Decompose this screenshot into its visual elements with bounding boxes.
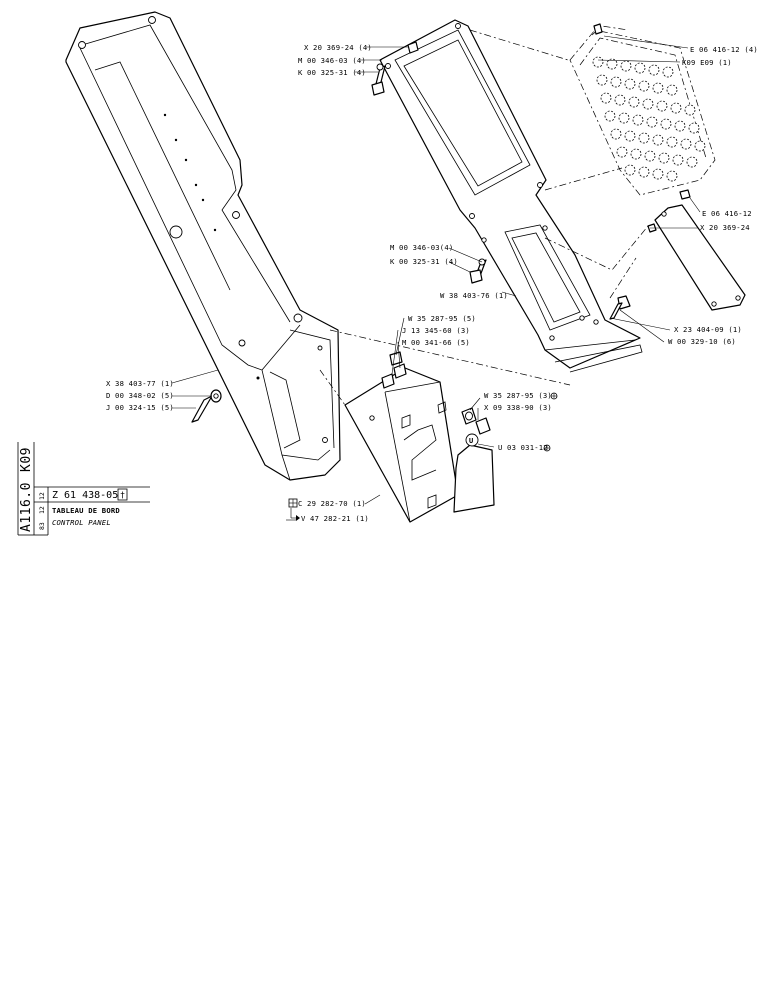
title-fr: TABLEAU DE BORD xyxy=(52,506,120,515)
cover-plate-x23-404-09 xyxy=(647,189,746,311)
label-u03-031-12: U 03 031-12 xyxy=(498,443,548,452)
label-x38-403-77-1: X 38 403-77 (1) xyxy=(106,379,174,388)
u-badge-letter: U xyxy=(469,437,473,445)
label-d00-348-02-5: D 00 348-02 (5) xyxy=(106,391,174,400)
label-k00-325-31-4-top: K 00 325-31 (4) xyxy=(298,68,366,77)
group-code: K09 xyxy=(19,447,34,472)
keypad-k09-e09 xyxy=(569,23,716,196)
ref-c29-282-70: C 29 282-70 (1) xyxy=(298,499,366,508)
leader-lines xyxy=(171,35,701,521)
label-e06-416-12-4: E 06 416-12 (4) xyxy=(690,45,758,54)
lower-bracket-c29-282-70 xyxy=(344,367,459,523)
label-x20-369-24: X 20 369-24 xyxy=(700,223,750,232)
part-marker: † xyxy=(120,491,125,501)
label-k09-e09-1: K09 E09 (1) xyxy=(682,58,732,67)
label-plate-u03-031-12: U xyxy=(453,433,495,513)
label-m00-346-03-4-top: M 00 346-03 (4) xyxy=(298,56,366,65)
date-year: 83 xyxy=(38,522,46,530)
frame-screws xyxy=(371,41,631,320)
date-month: 12 xyxy=(38,506,46,514)
ref-v47-282-21: V 47 282-21 (1) xyxy=(301,514,369,523)
title-en: CONTROL PANEL xyxy=(52,518,111,527)
label-x23-404-09-1: X 23 404-09 (1) xyxy=(674,325,742,334)
assembly-lines xyxy=(319,29,649,406)
label-j00-324-15-5: J 00 324-15 (5) xyxy=(106,403,174,412)
part-number: Z 61 438-05 xyxy=(52,490,118,501)
keypad-buttons xyxy=(592,56,706,182)
title-block: K09 A116.0 12 12 83 Z 61 438-05 † TABLEA… xyxy=(17,442,150,536)
reference-c-v: C 29 282-70 (1) V 47 282-21 (1) xyxy=(288,498,369,523)
label-x20-369-24-4: X 20 369-24 (4) xyxy=(304,43,372,52)
label-m00-341-66-5: M 00 341-66 (5) xyxy=(402,338,470,347)
frame-w38-403-76 xyxy=(379,19,643,373)
label-w35-287-95-3: W 35 287-95 (3) xyxy=(484,391,552,400)
label-m00-346-03-4-mid: M 00 346-03(4) xyxy=(390,243,453,252)
label-w00-329-10-6: W 00 329-10 (6) xyxy=(668,337,736,346)
label-x09-338-90-3: X 09 338-90 (3) xyxy=(484,403,552,412)
label-k00-325-31-4-mid: K 00 325-31 (4) xyxy=(390,257,458,266)
console-housing-x38-403-77 xyxy=(65,11,341,481)
date-day: 12 xyxy=(38,492,46,500)
label-w35-287-95-5: W 35 287-95 (5) xyxy=(408,314,476,323)
callout-labels: X 20 369-24 (4) M 00 346-03 (4) K 00 325… xyxy=(106,43,758,452)
label-w38-403-76-1: W 38 403-76 (1) xyxy=(440,291,508,300)
drawing-number: A116.0 xyxy=(19,482,34,532)
label-e06-416-12: E 06 416-12 xyxy=(702,209,752,218)
label-j13-345-60-3: J 13 345-60 (3) xyxy=(402,326,470,335)
